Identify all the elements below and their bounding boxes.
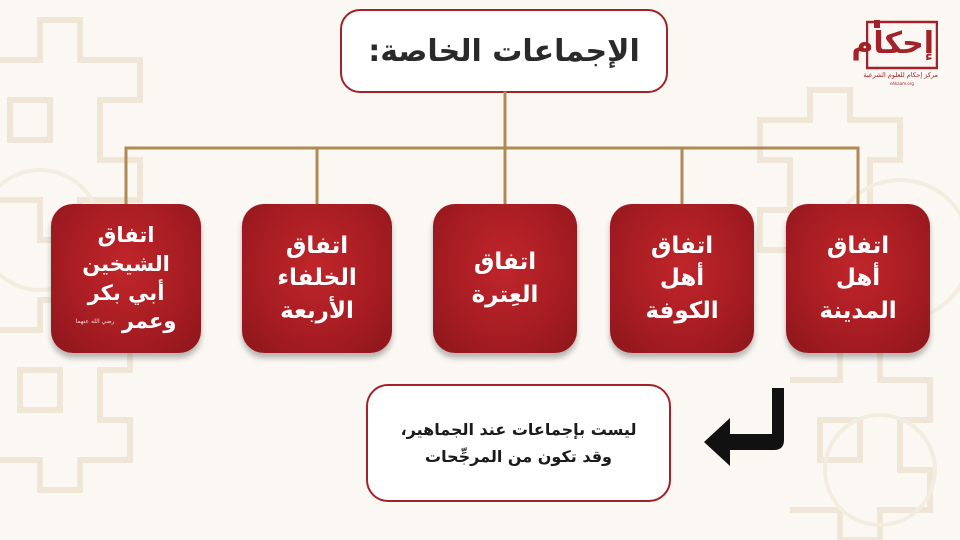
curved-arrow-left-icon	[704, 388, 784, 466]
node-line: اتفاق	[650, 232, 714, 259]
honorific-glyph: رضي الله عنهما	[75, 317, 115, 325]
node-line: اتفاق	[826, 232, 890, 259]
node-label: اتفاق أهل الكوفة	[645, 230, 718, 328]
node-ahl-al-madina: اتفاق أهل المدينة	[786, 204, 930, 353]
node-line: العِترة	[471, 281, 539, 308]
node-line: أهل	[659, 265, 705, 292]
logo-tiny-text: ehkaam.org	[890, 81, 914, 86]
node-label: اتفاق العِترة	[472, 246, 539, 311]
node-line: اتفاق	[473, 248, 537, 275]
node-line: أبي بكر	[87, 280, 165, 305]
node-line: الأربعة	[280, 297, 354, 324]
note-line-1: ليست بإجماعات عند الجماهير،	[400, 419, 637, 439]
node-al-khulafa-al-arbaa: اتفاق الخلفاء الأربعة	[242, 204, 392, 353]
note-text: ليست بإجماعات عند الجماهير، وقد تكون من …	[401, 416, 637, 470]
node-line: المدينة	[819, 297, 897, 324]
node-line: الكوفة	[645, 297, 719, 324]
node-line: اتفاق	[97, 223, 155, 248]
node-line: الخلفاء	[277, 265, 357, 292]
node-line: أهل	[835, 265, 881, 292]
ehkam-logo-icon: إحكام مركز إحكام للعلوم الشرعية ehkaam.o…	[851, 20, 938, 90]
logo-frame	[866, 20, 938, 70]
node-label: اتفاق الخلفاء الأربعة	[277, 230, 356, 328]
node-label: اتفاق أهل المدينة	[819, 230, 896, 328]
node-line-text: وعمر	[121, 309, 177, 334]
logo-word: إحكام	[851, 26, 936, 61]
node-line: وعمر رضي الله عنهما	[76, 307, 177, 336]
node-line: الشيخين	[82, 251, 170, 276]
note-line-2: وقد تكون من المرجِّحات	[425, 447, 612, 466]
logo-subtitle: مركز إحكام للعلوم الشرعية	[863, 71, 938, 79]
note-box: ليست بإجماعات عند الجماهير، وقد تكون من …	[366, 384, 671, 502]
node-line: اتفاق	[285, 232, 349, 259]
node-al-itra: اتفاق العِترة	[433, 204, 577, 353]
node-al-shaykhayn: اتفاق الشيخين أبي بكر وعمر رضي الله عنهم…	[51, 204, 201, 353]
node-ahl-al-kufa: اتفاق أهل الكوفة	[610, 204, 754, 353]
node-label: اتفاق الشيخين أبي بكر وعمر رضي الله عنهم…	[76, 221, 177, 335]
page-title: الإجماعات الخاصة:	[368, 33, 640, 69]
